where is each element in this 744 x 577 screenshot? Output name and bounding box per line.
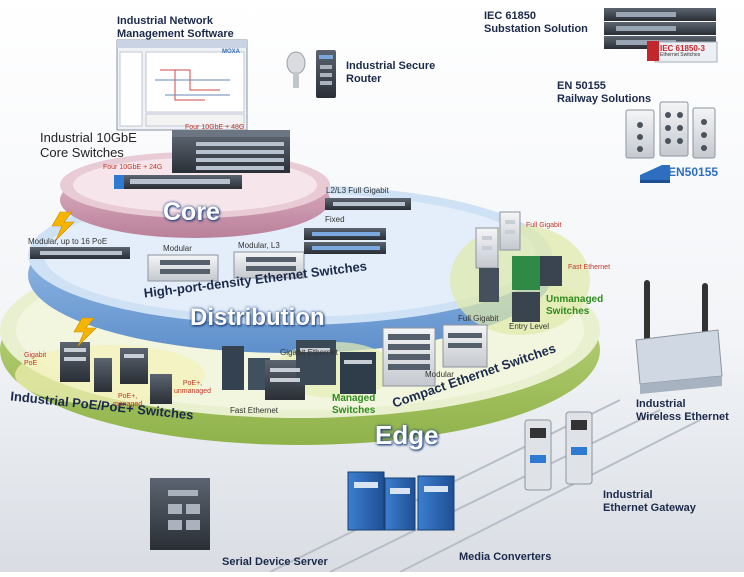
label-managed-switches: Managed Switches [332, 393, 376, 416]
label-four-10gbe-48g: Four 10GbE + 48G [185, 124, 245, 131]
tier-distribution-label: Distribution [190, 304, 325, 331]
label-unmanaged-switches: Unmanaged Switches [546, 294, 604, 317]
wireless-ethernet-device [635, 329, 723, 394]
label-gigabit-poe: Gigabit PoE [24, 352, 47, 368]
label-entry-level: Entry Level [509, 322, 550, 331]
tier-edge-label: Edge [375, 420, 439, 450]
distribution-l2l3-switch [325, 198, 411, 210]
unmanaged-switch-cluster [475, 211, 562, 322]
secure-router-label: Industrial Secure Router [346, 60, 436, 85]
edge-poe-managed-switch [94, 348, 148, 392]
core-switch-10gbe-24g [114, 175, 242, 189]
railway-label: EN 50155 Railway Solutions [557, 80, 652, 105]
core-switch-10gbe-48g [172, 130, 290, 173]
serial-server-label: Serial Device Server [222, 556, 328, 568]
label-modular-poe: Modular, up to 16 PoE [28, 237, 108, 246]
distribution-modular-poe-switch [30, 247, 130, 259]
label-modular-edge: Modular [425, 370, 454, 379]
iec-badge: IEC 61850-3 Ethernet Switches [660, 44, 705, 59]
moxa-logo: MOXA [222, 49, 240, 55]
label-l2l3-full-gigabit: L2/L3 Full Gigabit [326, 186, 389, 195]
lightning-icon [73, 317, 97, 347]
router-icon [286, 50, 336, 98]
substation-label: IEC 61850 Substation Solution [484, 10, 588, 35]
label-fast-ethernet-edge: Fast Ethernet [230, 406, 279, 415]
nms-screenshot [116, 39, 248, 131]
edge-managed-switches [222, 340, 376, 400]
lightning-icon [51, 211, 75, 241]
antenna-icon [644, 280, 708, 343]
tier-core-label: Core [163, 198, 220, 226]
distribution-modular-switch [147, 254, 219, 282]
edge-modular-switch [382, 327, 436, 387]
substation-switch-icon [604, 8, 718, 63]
label-fast-ethernet-right: Fast Ethernet [568, 264, 611, 271]
label-modular-l3: Modular, L3 [238, 241, 280, 250]
train-icon [640, 165, 670, 183]
en50155-badge: EN50155 [668, 165, 719, 179]
core-10gbe-label: Industrial 10GbE Core Switches [40, 130, 137, 160]
serial-device-server-icon [150, 478, 210, 550]
distribution-modular-l3-switch [233, 251, 305, 279]
edge-full-gigabit-switch [442, 324, 488, 368]
gateway-label: Industrial Ethernet Gateway [603, 489, 696, 514]
label-gigabit-ethernet: Gigabit Ethernet [280, 348, 338, 357]
edge-poe-gigabit-switch [60, 342, 90, 382]
edge-poe-unmanaged-switch [150, 374, 172, 404]
railway-switch-icon [625, 101, 716, 159]
media-converter-icon [347, 471, 455, 531]
label-full-gigabit-mid: Full Gigabit [458, 314, 499, 323]
wireless-label: Industrial Wireless Ethernet [636, 398, 729, 423]
nms-label: Industrial Network Management Software [117, 15, 234, 40]
label-full-gigabit-top: Full Gigabit [526, 222, 562, 229]
distribution-fixed-switch [304, 228, 386, 254]
label-poe-managed: PoE+, managed [113, 393, 143, 409]
gateway-icon [524, 411, 593, 491]
label-modular: Modular [163, 244, 192, 253]
label-four-10gbe-24g: Four 10GbE + 24G [103, 164, 163, 171]
label-poe-unmanaged: PoE+, unmanaged [174, 380, 211, 396]
media-converters-label: Media Converters [459, 551, 552, 563]
label-fixed: Fixed [325, 215, 345, 224]
